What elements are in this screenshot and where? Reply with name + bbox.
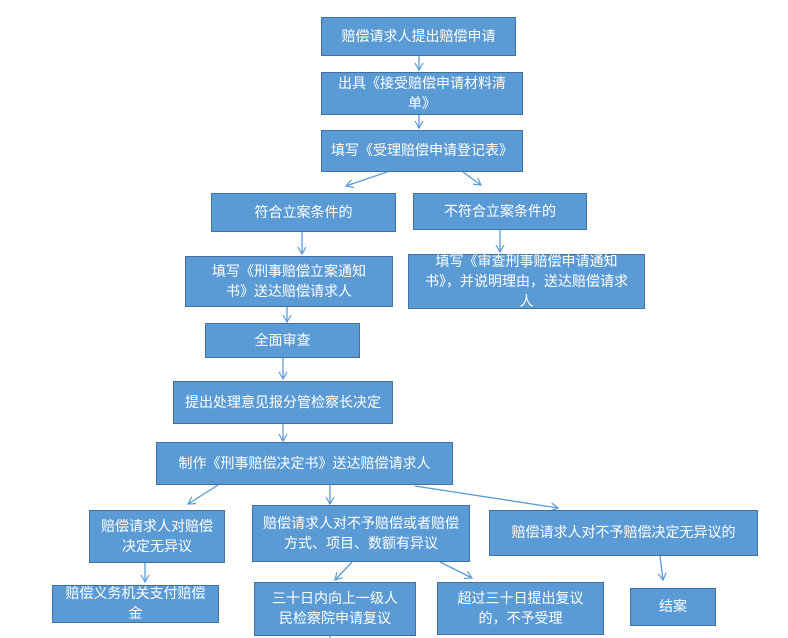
arrow <box>439 561 474 580</box>
branch-no-objection-to-denial: 赔偿请求人对不予赔偿决定无异议的 <box>489 510 758 556</box>
step-late-not-accepted: 超过三十日提出复议的，不予受理 <box>437 582 604 635</box>
step-decision-document: 制作《刑事赔偿决定书》送达赔偿请求人 <box>156 442 453 485</box>
arrow <box>657 555 667 582</box>
step-issue-materials-list: 出具《接受赔偿申请材料清单》 <box>321 72 523 115</box>
branch-not-meet-conditions: 不符合立案条件的 <box>413 193 587 230</box>
step-apply-reconsideration: 三十日内向上一级人民检察院申请复议 <box>254 582 416 636</box>
branch-has-objection: 赔偿请求人对不予赔偿或者赔偿方式、项目、数额有异议 <box>252 505 470 562</box>
step-pay-compensation: 赔偿义务机关支付赔偿金 <box>52 585 219 623</box>
arrow <box>334 561 353 581</box>
arrow <box>186 484 219 505</box>
step-fill-registration-form: 填写《受理赔偿申请登记表》 <box>321 130 523 172</box>
branch-no-objection: 赔偿请求人对赔偿决定无异议 <box>89 510 225 563</box>
step-submit-application: 赔偿请求人提出赔偿申请 <box>321 17 516 56</box>
step-review-notice: 填写《审查刑事赔偿申请通知书》，并说明理由，送达赔偿请求人 <box>408 254 645 310</box>
step-close-case: 结案 <box>630 588 716 626</box>
arrow <box>344 171 388 189</box>
step-full-review: 全面审查 <box>205 323 360 358</box>
arrow <box>462 171 482 186</box>
branch-meets-conditions: 符合立案条件的 <box>211 193 396 232</box>
step-filing-notice: 填写《刑事赔偿立案通知书》送达赔偿请求人 <box>185 256 393 307</box>
arrow <box>414 485 560 512</box>
step-submit-opinion: 提出处理意见报分管检察长决定 <box>173 381 393 424</box>
